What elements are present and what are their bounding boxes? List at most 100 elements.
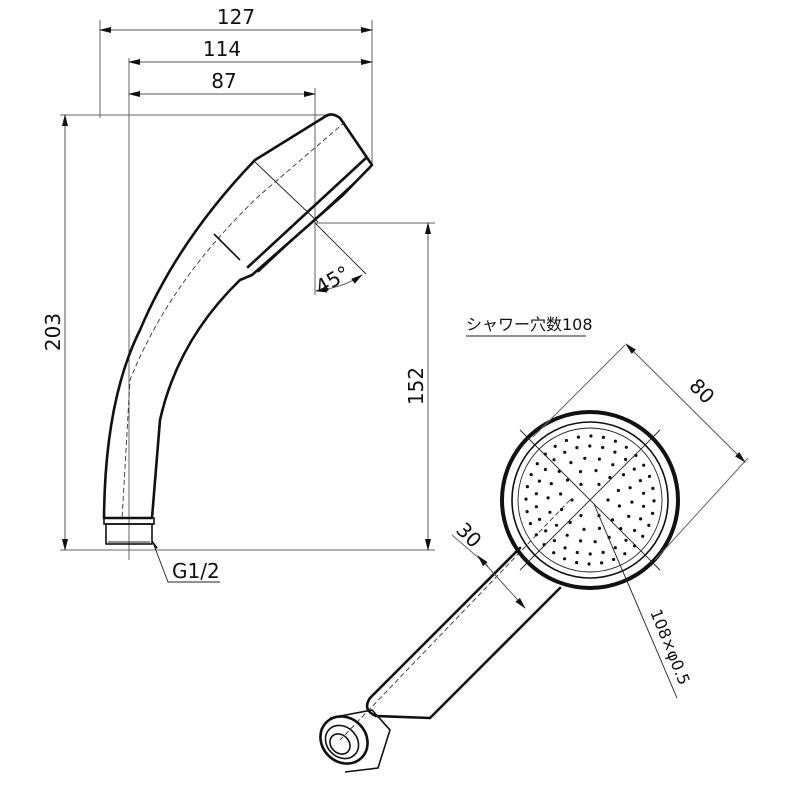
spray-hole bbox=[608, 475, 612, 480]
shower-holes-note: シャワー穴数108 bbox=[466, 315, 593, 334]
thread-callout: G1/2 bbox=[172, 559, 220, 583]
spray-hole bbox=[568, 520, 572, 525]
handle-edge-upper bbox=[386, 546, 522, 682]
spray-hole bbox=[578, 470, 583, 474]
spray-hole bbox=[628, 486, 632, 490]
spray-hole bbox=[589, 434, 593, 438]
spray-hole bbox=[543, 452, 548, 456]
spray-hole bbox=[642, 463, 646, 467]
spray-hole bbox=[575, 550, 579, 555]
connector-outer-ring bbox=[319, 715, 369, 765]
spray-hole bbox=[546, 496, 550, 500]
front-view: シャワー穴数108 80 30 bbox=[319, 315, 749, 773]
spray-hole bbox=[606, 498, 610, 502]
spray-hole bbox=[579, 539, 583, 543]
spray-hole bbox=[601, 550, 605, 555]
spray-hole bbox=[630, 500, 634, 504]
spray-hole bbox=[552, 458, 556, 462]
spray-hole bbox=[582, 527, 586, 532]
spray-hole bbox=[543, 467, 548, 472]
spray-hole bbox=[597, 526, 602, 531]
section-line-upper bbox=[254, 161, 319, 223]
spray-hole bbox=[617, 504, 622, 508]
hose-connector bbox=[319, 678, 432, 773]
spray-hole bbox=[612, 557, 616, 562]
side-view: 127 114 87 203 152 45° G1/2 bbox=[41, 5, 435, 583]
head-inner-ring bbox=[511, 421, 669, 579]
spray-hole bbox=[576, 435, 581, 439]
spray-hole bbox=[529, 473, 533, 477]
spray-hole bbox=[587, 562, 591, 566]
spray-hole bbox=[633, 528, 637, 533]
spray-face bbox=[517, 427, 663, 573]
spray-hole bbox=[641, 534, 645, 538]
spray-hole bbox=[627, 514, 631, 519]
spray-hole bbox=[600, 561, 604, 565]
head-outer-ring bbox=[500, 410, 680, 590]
spray-hole bbox=[564, 438, 569, 443]
head-face-line bbox=[246, 156, 368, 269]
spray-hole bbox=[652, 499, 656, 503]
spray-hole bbox=[611, 463, 615, 467]
spray-hole bbox=[613, 439, 618, 443]
spray-hole bbox=[544, 529, 548, 533]
spray-hole bbox=[565, 533, 569, 537]
spray-hole bbox=[651, 486, 655, 490]
connector-bore bbox=[329, 733, 351, 755]
spray-hole bbox=[575, 446, 579, 450]
spray-hole bbox=[549, 482, 553, 486]
angle-arc-45 bbox=[315, 274, 363, 293]
section-mark-lower bbox=[213, 233, 241, 261]
spray-hole bbox=[537, 479, 542, 483]
spray-hole bbox=[601, 445, 605, 450]
dimension-label-152: 152 bbox=[404, 367, 428, 405]
spray-hole bbox=[524, 497, 528, 501]
spray-hole bbox=[563, 557, 567, 561]
spray-hole bbox=[579, 482, 583, 486]
spray-hole bbox=[570, 498, 574, 502]
spray-hole bbox=[548, 510, 552, 514]
spray-hole bbox=[593, 540, 597, 544]
extension-line-80-a bbox=[532, 344, 626, 438]
spray-hole bbox=[633, 544, 637, 548]
spray-hole bbox=[563, 546, 567, 550]
spray-hole bbox=[624, 445, 628, 449]
spray-hole bbox=[613, 450, 617, 454]
spray-hole bbox=[623, 552, 627, 556]
spray-hole bbox=[554, 523, 559, 527]
spray-hole bbox=[528, 522, 533, 526]
spray-hole bbox=[552, 551, 556, 555]
spray-hole bbox=[647, 523, 651, 528]
dimension-label-127: 127 bbox=[217, 5, 255, 29]
center-dashed-line bbox=[121, 121, 346, 521]
dimension-label-30: 30 bbox=[451, 518, 486, 553]
spray-hole bbox=[594, 469, 598, 473]
spray-hole bbox=[634, 453, 638, 457]
thread-leader-arrow bbox=[152, 540, 158, 549]
thread-fitting bbox=[105, 523, 153, 545]
spray-hole bbox=[560, 507, 564, 512]
thread-leader-line bbox=[151, 539, 220, 583]
dimension-label-114: 114 bbox=[203, 37, 241, 61]
angle-reference-line bbox=[314, 222, 367, 275]
spray-hole bbox=[569, 461, 573, 465]
spray-hole bbox=[557, 469, 561, 473]
spray-hole bbox=[565, 478, 570, 482]
spray-hole bbox=[639, 517, 643, 521]
spray-hole bbox=[552, 539, 557, 543]
spray-hole bbox=[651, 511, 655, 515]
spray-hole bbox=[534, 492, 539, 496]
spray-hole bbox=[597, 482, 601, 486]
spray-hole bbox=[613, 546, 617, 550]
handle-edge-lower bbox=[428, 586, 562, 720]
spray-hole bbox=[621, 473, 626, 477]
holes-leader-line bbox=[593, 503, 678, 699]
spray-hole bbox=[638, 479, 643, 483]
dimension-label-203: 203 bbox=[41, 313, 65, 351]
spray-hole bbox=[642, 504, 646, 508]
spray-hole bbox=[542, 543, 546, 547]
spray-hole bbox=[624, 538, 628, 542]
dimension-label-80: 80 bbox=[684, 374, 719, 409]
head-face-inner-line bbox=[257, 167, 371, 273]
